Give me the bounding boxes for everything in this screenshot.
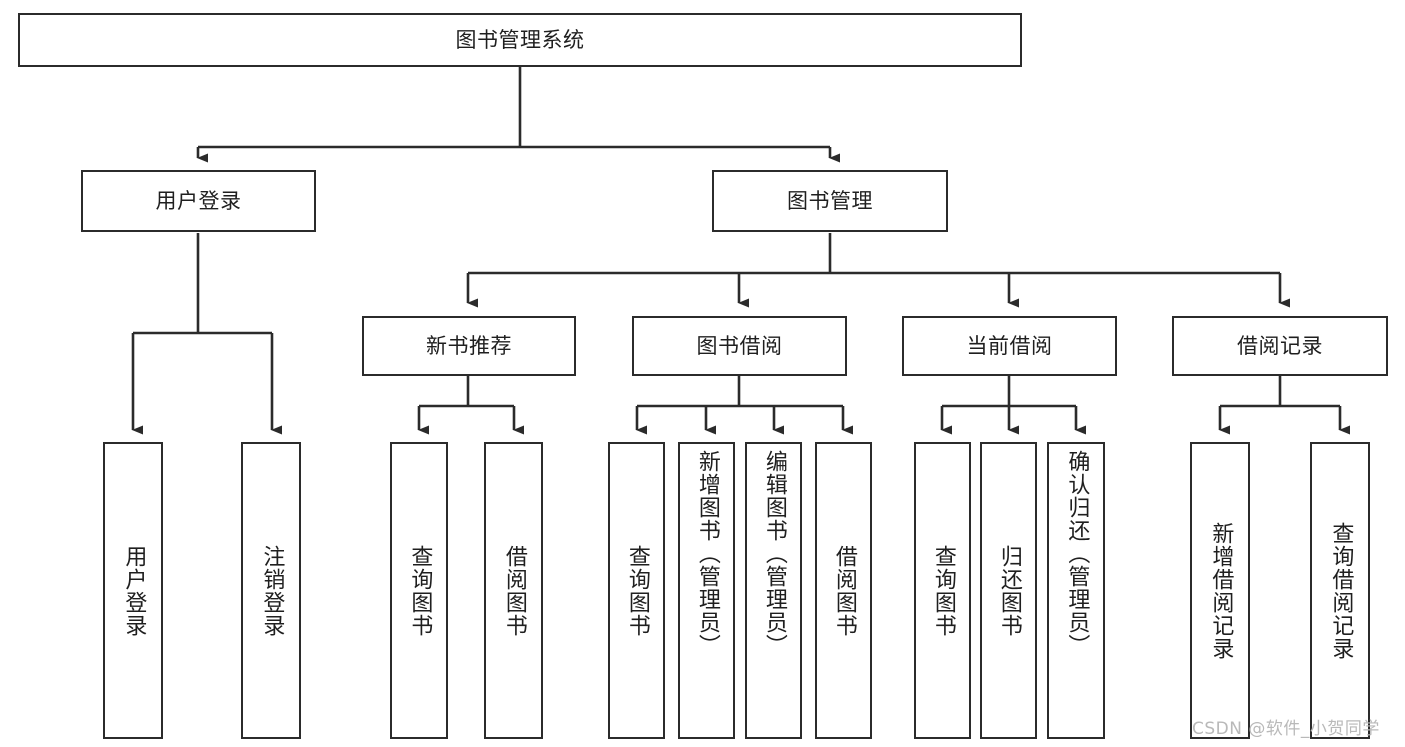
leaf-label-logout-login: 注销登录 <box>259 544 285 637</box>
leaf-borrow-book-2[interactable]: 借阅图书 <box>815 442 872 739</box>
leaf-query-record[interactable]: 查询借阅记录 <box>1310 442 1370 739</box>
leaf-label-query-book-2: 查询图书 <box>624 544 650 637</box>
leaf-add-book[interactable]: 新增图书（管理员） <box>678 442 735 739</box>
node-user-login[interactable]: 用户登录 <box>81 170 316 232</box>
leaf-query-book-1[interactable]: 查询图书 <box>390 442 448 739</box>
node-label-book-management: 图书管理 <box>787 188 873 213</box>
node-book-borrow[interactable]: 图书借阅 <box>632 316 847 376</box>
leaf-label-borrow-book-1: 借阅图书 <box>501 544 527 637</box>
leaf-label-query-book-3: 查询图书 <box>930 544 956 637</box>
leaf-edit-book[interactable]: 编辑图书（管理员） <box>745 442 802 739</box>
node-label-book-borrow: 图书借阅 <box>696 333 783 358</box>
leaf-label-query-record: 查询借阅记录 <box>1328 521 1354 660</box>
node-current-borrow[interactable]: 当前借阅 <box>902 316 1117 376</box>
leaf-label-user-login: 用户登录 <box>121 544 147 637</box>
leaf-borrow-book-1[interactable]: 借阅图书 <box>484 442 543 739</box>
node-label-current-borrow: 当前借阅 <box>966 333 1053 358</box>
node-label-root: 图书管理系统 <box>455 27 585 52</box>
leaf-label-query-book-1: 查询图书 <box>407 544 433 637</box>
leaf-label-add-record: 新增借阅记录 <box>1208 521 1234 660</box>
leaf-query-book-3[interactable]: 查询图书 <box>914 442 971 739</box>
leaf-label-confirm-return: 确认归还（管理员） <box>1064 450 1090 657</box>
leaf-return-book[interactable]: 归还图书 <box>980 442 1037 739</box>
leaf-query-book-2[interactable]: 查询图书 <box>608 442 665 739</box>
leaf-logout-login[interactable]: 注销登录 <box>241 442 301 739</box>
node-borrow-record[interactable]: 借阅记录 <box>1172 316 1388 376</box>
leaf-label-add-book: 新增图书（管理员） <box>694 450 720 657</box>
node-label-new-book-recommend: 新书推荐 <box>426 333 512 358</box>
leaf-label-return-book: 归还图书 <box>996 544 1022 637</box>
node-label-borrow-record: 借阅记录 <box>1237 333 1323 358</box>
node-label-user-login: 用户登录 <box>155 188 242 213</box>
csdn-watermark: CSDN @软件_小贺同学 <box>1192 719 1380 739</box>
node-book-management[interactable]: 图书管理 <box>712 170 948 232</box>
leaf-user-login[interactable]: 用户登录 <box>103 442 163 739</box>
leaf-add-record[interactable]: 新增借阅记录 <box>1190 442 1250 739</box>
leaf-label-edit-book: 编辑图书（管理员） <box>761 450 787 657</box>
node-root-book-management-system[interactable]: 图书管理系统 <box>18 13 1022 67</box>
leaf-confirm-return[interactable]: 确认归还（管理员） <box>1047 442 1105 739</box>
leaf-label-borrow-book-2: 借阅图书 <box>831 544 857 637</box>
node-new-book-recommend[interactable]: 新书推荐 <box>362 316 576 376</box>
